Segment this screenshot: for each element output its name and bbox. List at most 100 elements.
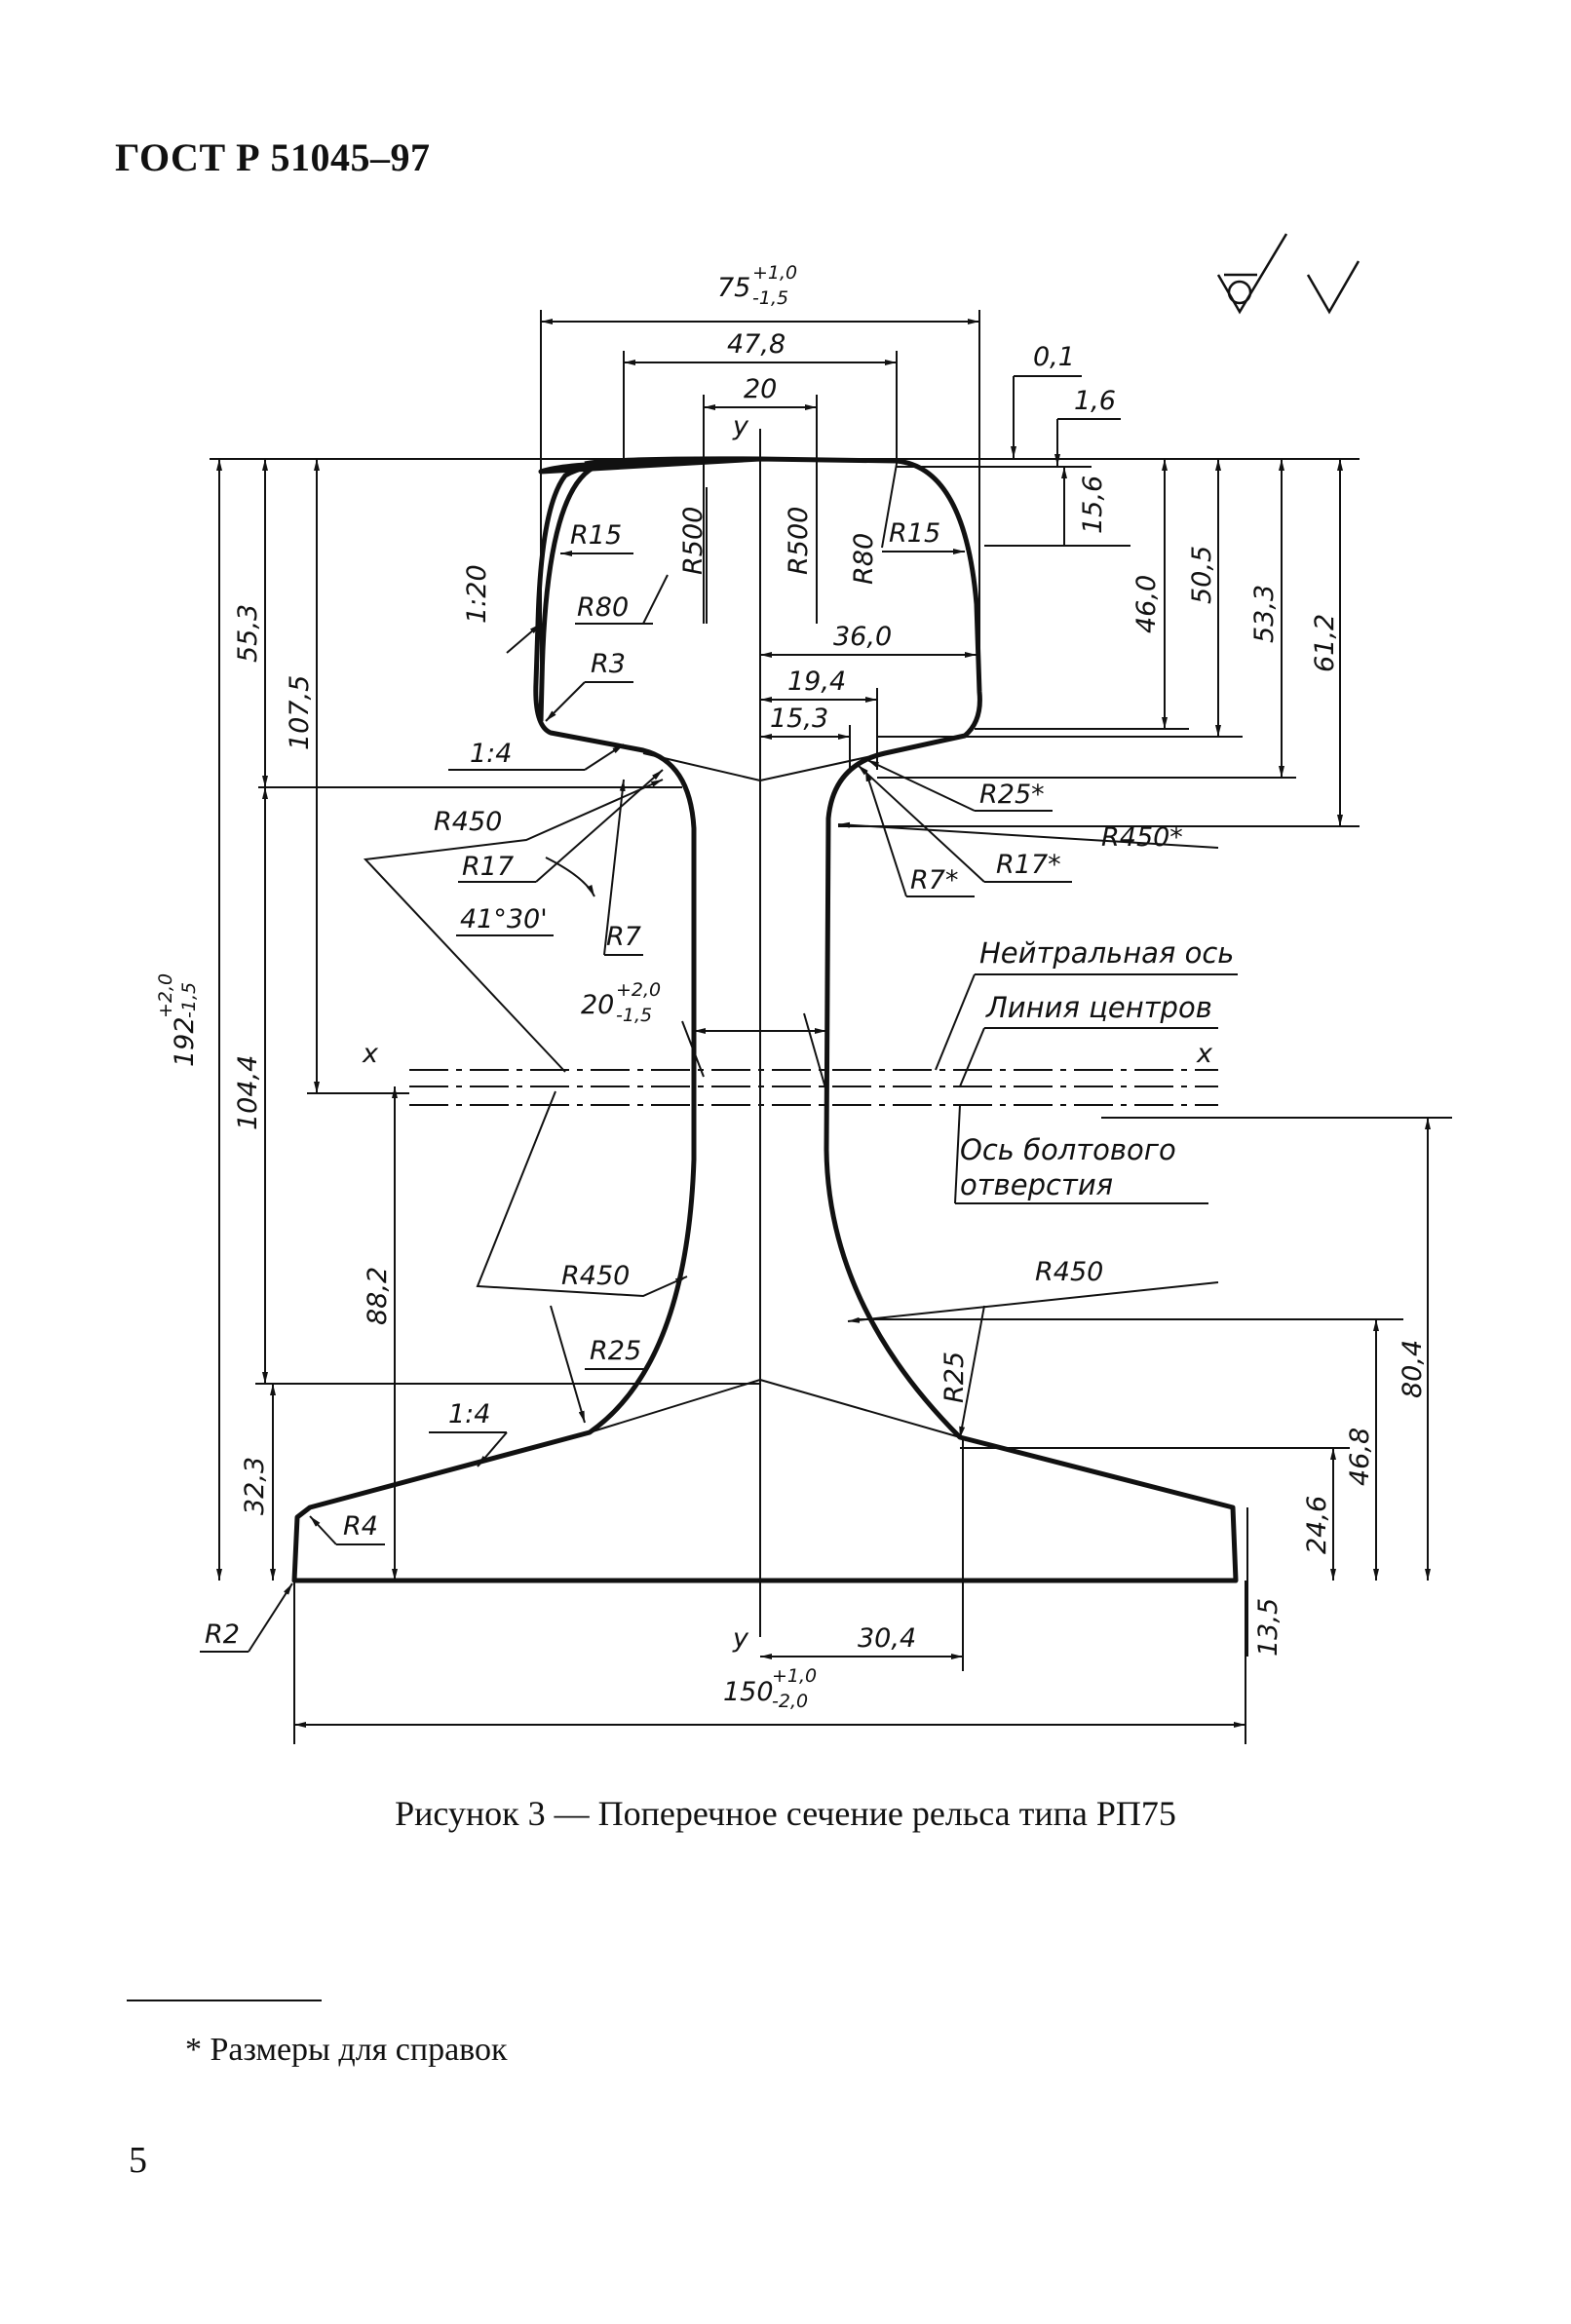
neutral-axis-label: Нейтральная ось [979, 936, 1234, 970]
slope-14-bottom-label: 1:4 [448, 1399, 490, 1429]
r25-right-top-label: R25* [979, 780, 1045, 810]
leader-r80-right [881, 463, 898, 549]
slope-14-top-label: 1:4 [470, 739, 512, 769]
angle-label: 41°30' [460, 904, 548, 934]
r7-left-label: R7 [606, 922, 641, 952]
leader-r25-left-bottom [550, 1305, 586, 1424]
r3-label: R3 [591, 649, 626, 679]
leader-bolt-axis [954, 1104, 961, 1204]
r450-right-top-label: R450* [1101, 822, 1183, 853]
dim-15-3-value: 15,3 [770, 704, 828, 734]
r500-right-label: R500 [784, 507, 814, 575]
bolt-axis-label-2: отверстия [960, 1168, 1113, 1201]
figure-caption: Рисунок 3 — Поперечное сечение рельса ти… [395, 1794, 1176, 1833]
dim-top-width-value: 75 [717, 273, 750, 303]
r7-right-label: R7* [910, 865, 958, 895]
r17-right-label: R17* [996, 850, 1061, 880]
dim-30-4-value: 30,4 [858, 1623, 916, 1654]
base-chord [759, 1379, 961, 1438]
dim-base-tol-down: -2,0 [772, 1691, 808, 1712]
leader-r3 [545, 681, 586, 722]
leader-r4 [309, 1515, 337, 1545]
dim-15-6-value: 15,6 [1078, 476, 1108, 534]
dim-88-2-value: 88,2 [363, 1267, 393, 1325]
center-line-label: Линия центров [985, 991, 1212, 1024]
r25-right-bottom-label: R25 [939, 1352, 970, 1403]
dim-height-tol-down: -1,5 [178, 982, 200, 1018]
dim-46-8-value: 46,8 [1345, 1428, 1375, 1486]
base-chord [589, 1379, 761, 1433]
angle-arc [545, 857, 595, 897]
dim-104-4-value: 104,4 [233, 1055, 263, 1130]
dim-61-2-value: 61,2 [1310, 614, 1340, 672]
r15-right-label: R15 [889, 518, 940, 549]
dim-13-5-value: 13,5 [1253, 1598, 1284, 1657]
r450-right-bottom-label: R450 [1035, 1257, 1103, 1287]
dim-19-4-value: 19,4 [787, 667, 846, 697]
dim-107-5-value: 107,5 [285, 675, 315, 750]
page-number: 5 [129, 2140, 147, 2181]
roughness-eye-icon [1216, 233, 1288, 315]
r2-label: R2 [205, 1619, 240, 1650]
leader-r2 [248, 1582, 293, 1653]
leader-web [681, 1020, 705, 1078]
dim-web-tol-up: +2,0 [616, 979, 661, 1001]
leader-slope-14-top [584, 743, 625, 771]
dim-55-3-value: 55,3 [233, 604, 263, 663]
leader-r450-left-top [363, 779, 664, 1073]
r450-left-bottom-label: R450 [561, 1261, 630, 1291]
r80-left-label: R80 [577, 592, 629, 623]
dim-top-width-tol-up: +1,0 [752, 262, 797, 284]
roughness-check-icon [1306, 260, 1360, 315]
rail-profile-outline [291, 456, 1239, 1583]
footnote-rule [127, 2000, 322, 2001]
head-web-chord [759, 752, 886, 781]
bolt-axis-label-1: Ось болтового [960, 1133, 1176, 1166]
r17-left-label: R17 [462, 852, 514, 882]
leader-r17-right [857, 764, 985, 883]
r80-right-label: R80 [849, 533, 879, 585]
leader-r7-right [864, 769, 907, 897]
dim-base-tol-up: +1,0 [772, 1665, 817, 1687]
dim-0-1-value: 0,1 [1033, 342, 1075, 372]
r450-left-top-label: R450 [434, 807, 502, 837]
leader-slope-14-bottom [477, 1431, 508, 1467]
leader-r450-left-bottom [476, 1090, 688, 1298]
dim-32-3-value: 32,3 [240, 1457, 270, 1515]
leader-r450-right-top [837, 821, 1219, 849]
leader-r7-left [603, 779, 626, 956]
y-axis-label-bottom: y [732, 1623, 749, 1654]
document-header: ГОСТ Р 51045–97 [115, 135, 431, 179]
leader-r25-right-top [866, 759, 976, 812]
dim-web-tol-down: -1,5 [616, 1005, 652, 1026]
r25-left-bottom-label: R25 [590, 1336, 641, 1366]
dim-36-0-value: 36,0 [833, 622, 892, 652]
dim-53-3-value: 53,3 [1249, 585, 1280, 643]
dim-height-value: 192 [170, 1016, 200, 1067]
dim-head-top-value: 47,8 [727, 329, 786, 360]
leader-web [803, 1012, 827, 1092]
dim-height-tol-up: +2,0 [155, 973, 176, 1018]
dim-46-0-value: 46,0 [1131, 575, 1162, 633]
r15-left-label: R15 [570, 520, 622, 551]
dim-80-4-value: 80,4 [1398, 1340, 1428, 1398]
dim-top-width-tol-down: -1,5 [752, 287, 788, 309]
leader-slope-head [506, 623, 542, 654]
head-web-chord [642, 752, 761, 781]
y-axis-label-top: y [732, 411, 749, 441]
leader-r450-right-bottom [847, 1281, 1219, 1323]
dim-50-5-value: 50,5 [1187, 546, 1217, 604]
x-axis-label-right: x [1196, 1039, 1213, 1069]
leader-r80-left [642, 574, 669, 625]
dim-web-value: 20 [581, 990, 614, 1020]
r4-label: R4 [343, 1511, 378, 1542]
dim-1-6-value: 1,6 [1074, 386, 1116, 416]
leader-neutral-axis [935, 973, 976, 1071]
dim-24-6-value: 24,6 [1302, 1496, 1332, 1554]
leader-center-line [959, 1027, 985, 1087]
x-axis-label-left: x [362, 1039, 379, 1069]
leader-r25-right-bottom [959, 1305, 985, 1439]
dim-head-center-value: 20 [744, 374, 777, 404]
